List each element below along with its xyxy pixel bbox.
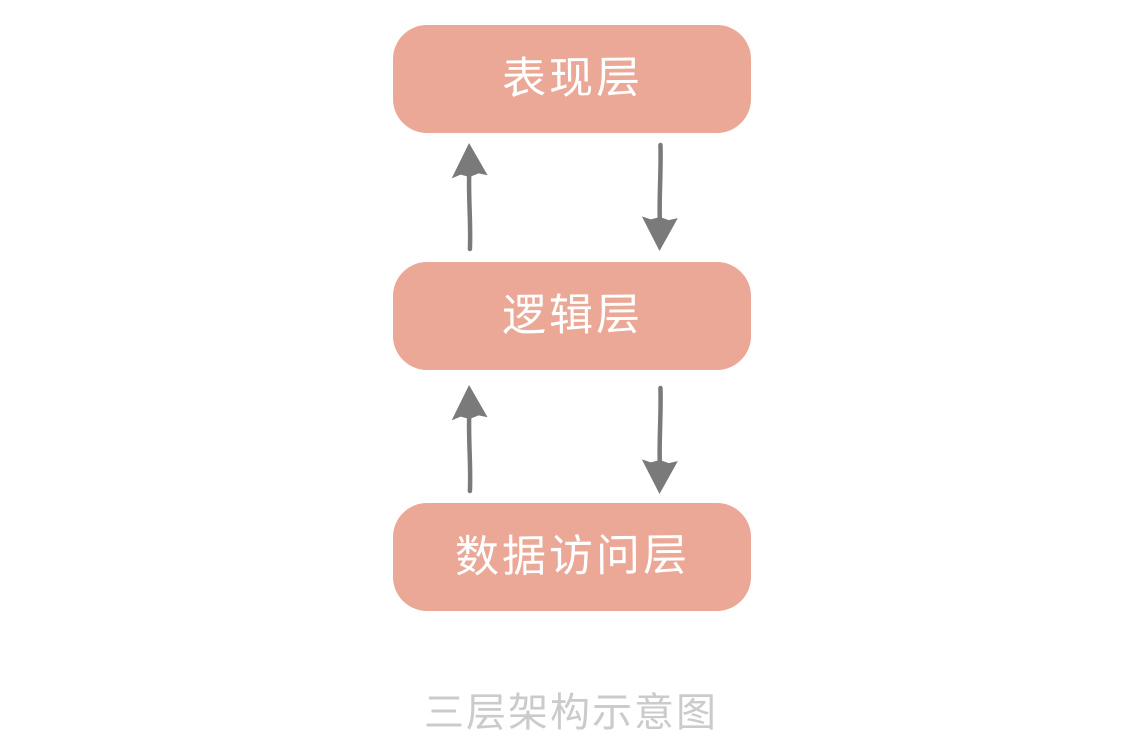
- layer-box-logic: 逻辑层: [393, 262, 751, 370]
- arrow-down-icon: [638, 141, 683, 253]
- diagram-caption: 三层架构示意图: [424, 691, 718, 735]
- layer-label-logic: 逻辑层: [501, 290, 643, 341]
- arrow-up-icon: [447, 383, 493, 496]
- arrow-up-icon: [447, 141, 493, 254]
- layer-box-data-access: 数据访问层: [393, 503, 751, 611]
- arrow-down-icon: [638, 384, 683, 496]
- layer-box-presentation: 表现层: [393, 25, 751, 133]
- layer-label-data-access: 数据访问层: [454, 530, 690, 583]
- layer-label-presentation: 表现层: [501, 53, 643, 104]
